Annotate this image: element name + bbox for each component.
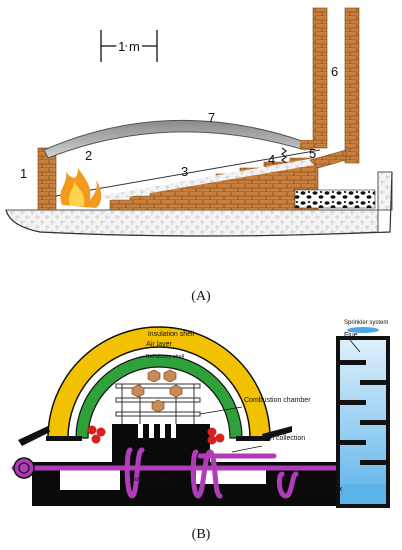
label-5: 5 — [309, 146, 316, 161]
label-6: 6 — [331, 64, 338, 79]
insulation-label: Insulation shell — [148, 331, 195, 338]
left-flap — [18, 426, 50, 446]
panel-b: Insulation shell Air layer Refractory sh… — [11, 320, 390, 542]
label-1: 1 — [20, 166, 27, 181]
pipe-coupling-icon — [13, 457, 35, 479]
flue-baffles — [338, 360, 388, 465]
label-4: 4 — [268, 152, 275, 167]
vent-1 — [138, 424, 143, 438]
flue-duct — [300, 140, 313, 150]
kiln-dome — [43, 119, 306, 159]
floor-fill — [100, 157, 320, 200]
ember-left — [87, 425, 106, 444]
vent-3 — [160, 424, 165, 438]
caption-b: (B) — [192, 527, 211, 542]
leader-combustion — [199, 406, 243, 415]
foundation-outline — [5, 171, 393, 237]
caption-a: (A) — [191, 289, 211, 304]
combustion-label: Combustion chamber — [244, 397, 311, 404]
right-ledge — [236, 436, 270, 441]
left-ledge — [46, 436, 82, 441]
leader-ash — [231, 445, 263, 453]
ash-label: Ash collection — [262, 435, 305, 442]
sprinkler-head — [347, 327, 379, 333]
vent-4 — [171, 424, 176, 438]
refractory-label: Refractory shell — [146, 354, 184, 360]
ember-right — [207, 427, 225, 445]
hot-water-label: Hot water pipe — [130, 476, 172, 483]
air-layer-label: Air layer — [146, 341, 172, 348]
panel-a: 1 m 1 2 3 4 5 6 7 ( — [5, 7, 393, 304]
label-7: 7 — [208, 110, 215, 125]
vent-2 — [149, 424, 154, 438]
flue-label: Flue — [344, 332, 358, 339]
scale-label: 1 m — [118, 39, 140, 54]
label-3: 3 — [181, 164, 188, 179]
flue-channel — [309, 149, 347, 169]
front-wall — [37, 147, 57, 211]
label-2: 2 — [85, 148, 92, 163]
leader-flue — [349, 339, 361, 353]
fire-icon — [60, 168, 102, 208]
biomass-pieces — [131, 369, 183, 413]
damper-zigzag — [281, 147, 287, 164]
water-reservoir — [340, 484, 386, 500]
deposition-label: Deposition box — [296, 486, 343, 493]
hot-water-pipe — [11, 447, 343, 499]
chimney-right — [344, 7, 360, 164]
sprinkler-label: Sprinkler system — [344, 320, 388, 326]
scale-bar: 1 m — [100, 30, 158, 62]
gravel-block — [294, 189, 376, 209]
base-cavity-left — [60, 470, 120, 490]
chimney-left — [312, 7, 328, 149]
